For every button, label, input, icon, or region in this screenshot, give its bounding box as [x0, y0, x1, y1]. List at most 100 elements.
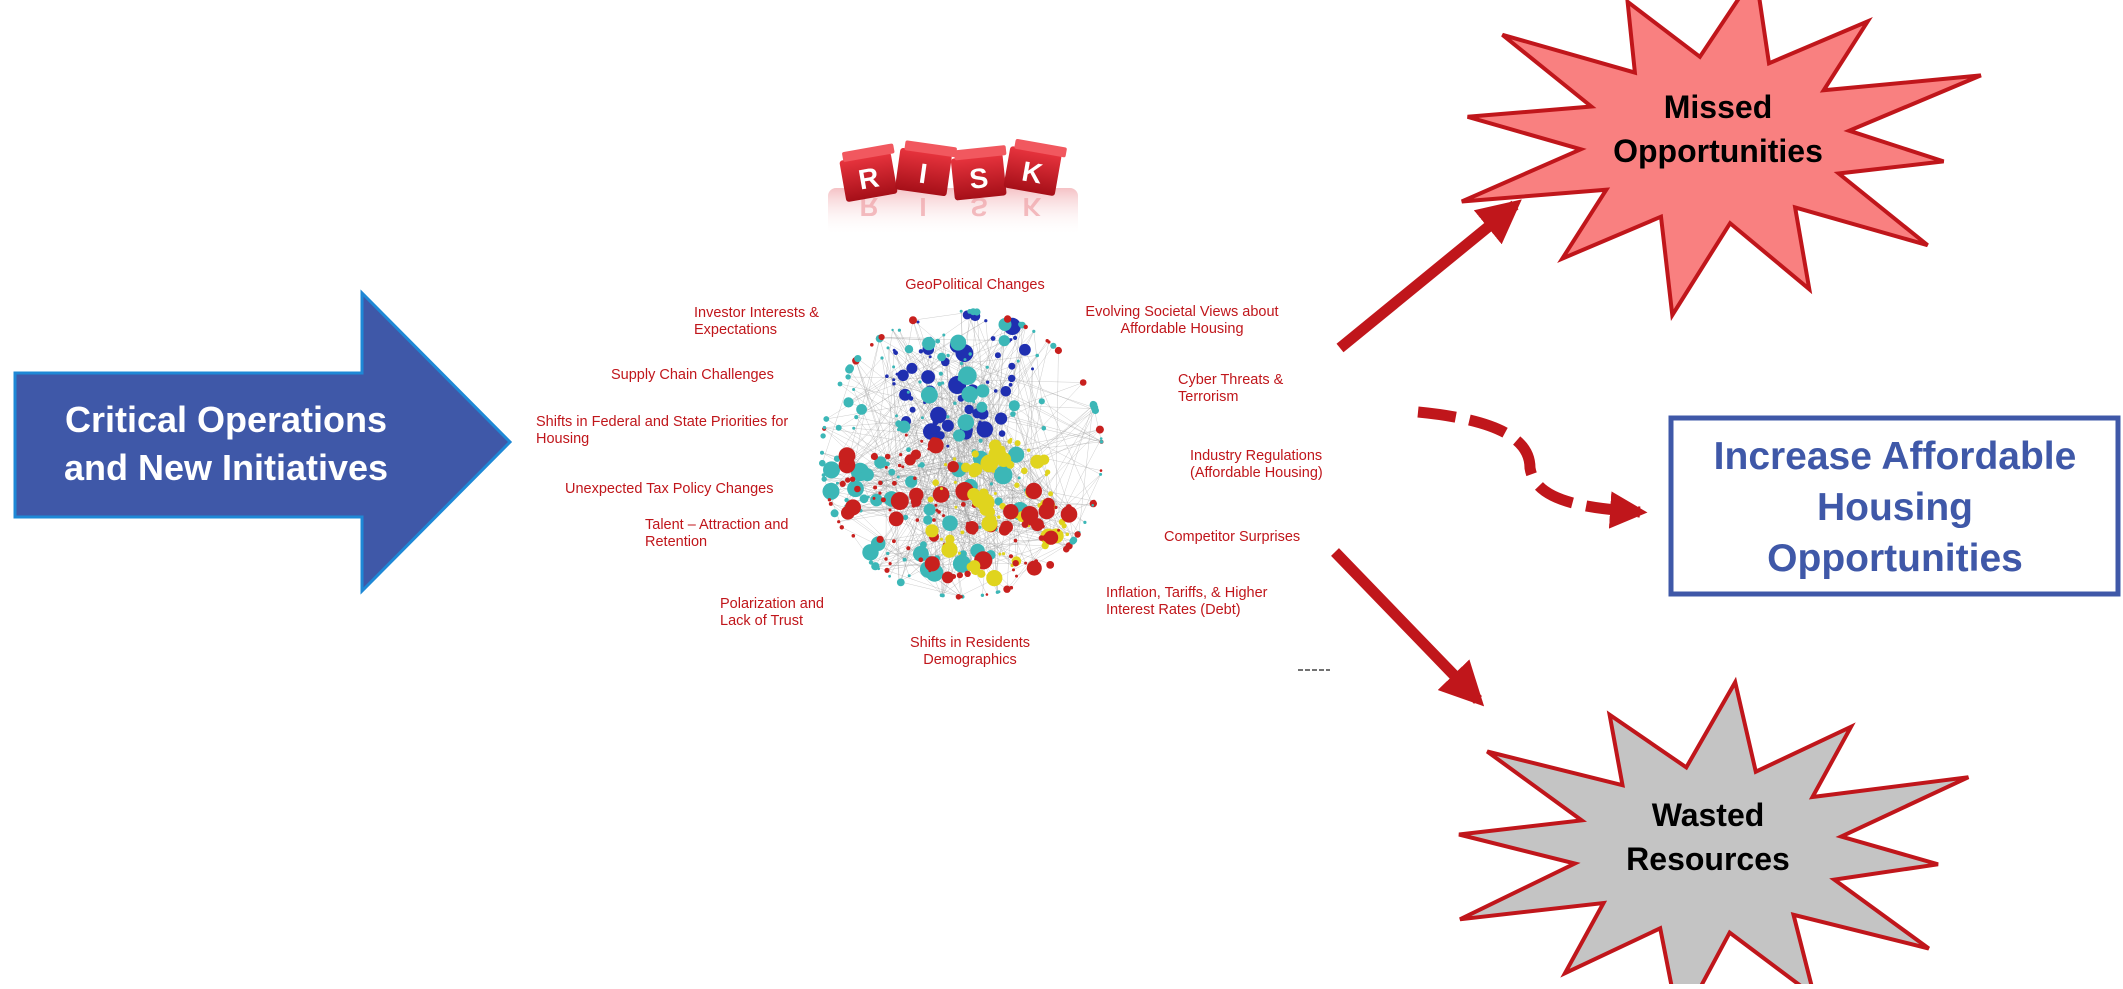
network-node	[957, 572, 963, 578]
network-node	[831, 509, 839, 517]
network-node	[1039, 503, 1055, 519]
network-node	[920, 440, 923, 443]
network-node	[932, 479, 939, 486]
network-node	[899, 389, 911, 401]
network-node	[953, 402, 956, 405]
network-node	[1074, 531, 1080, 537]
network-node	[860, 494, 869, 503]
network-node	[1003, 504, 1018, 519]
network-node	[1031, 367, 1034, 370]
network-node	[1100, 437, 1103, 440]
network-node	[1014, 539, 1018, 543]
network-node	[1010, 411, 1016, 417]
network-node	[828, 498, 831, 501]
network-node	[873, 497, 876, 500]
network-node	[1000, 521, 1013, 534]
network-node	[923, 515, 932, 524]
network-node	[909, 316, 917, 324]
network-node	[946, 415, 949, 418]
risk-factor-line: Polarization and	[720, 596, 824, 612]
network-node	[1057, 529, 1060, 532]
network-node	[878, 481, 883, 486]
network-node	[829, 502, 833, 506]
risk-factor-label: Investor Interests &Expectations	[694, 305, 819, 338]
network-node	[994, 492, 997, 495]
network-node	[823, 483, 840, 500]
network-node	[845, 499, 861, 515]
network-node	[861, 468, 874, 481]
risk-factor-line: Supply Chain Challenges	[611, 367, 774, 383]
network-node	[999, 430, 1006, 437]
network-node	[953, 457, 956, 460]
network-node	[892, 481, 897, 486]
risk-factor-line: Demographics	[923, 652, 1017, 668]
network-node	[1035, 354, 1039, 358]
network-node	[953, 429, 965, 441]
network-node	[840, 481, 846, 487]
network-node	[887, 346, 890, 349]
risk-cube: R	[838, 143, 902, 202]
network-node	[1015, 575, 1018, 578]
network-node	[1026, 483, 1042, 499]
network-node	[1013, 560, 1019, 566]
network-node	[942, 515, 958, 531]
network-node	[937, 353, 946, 362]
network-node	[991, 336, 996, 341]
network-node	[942, 514, 945, 517]
increase-affordable-housing-box: Increase Affordable Housing Opportunitie…	[1671, 418, 2118, 594]
network-node	[880, 356, 883, 359]
network-node	[910, 407, 916, 413]
risk-factor-line: Unexpected Tax Policy Changes	[565, 481, 774, 497]
network-node	[1039, 455, 1049, 465]
network-node	[958, 414, 975, 431]
network-node	[924, 504, 936, 516]
network-node	[964, 491, 967, 494]
network-node	[1008, 375, 1015, 382]
network-node	[885, 374, 889, 378]
risk-factor-line: Lack of Trust	[720, 613, 803, 629]
risk-factor-line: Industry Regulations	[1190, 448, 1322, 464]
network-node	[898, 464, 902, 468]
network-node	[964, 405, 973, 414]
network-node	[1092, 407, 1099, 414]
network-node	[1003, 586, 1010, 593]
network-node	[1080, 379, 1087, 386]
network-node	[889, 562, 892, 565]
wasted-line-2: Resources	[1626, 841, 1790, 877]
network-node	[852, 427, 855, 430]
network-node	[960, 310, 963, 313]
network-node	[940, 538, 943, 541]
risk-factor-label: Competitor Surprises	[1164, 529, 1300, 545]
network-node	[843, 397, 853, 407]
network-node	[986, 366, 989, 369]
network-node	[954, 506, 957, 509]
network-node	[846, 461, 849, 464]
increase-line-3: Opportunities	[1767, 537, 2023, 580]
risk-factor-line: Retention	[645, 534, 707, 550]
network-node	[1045, 473, 1048, 476]
network-node	[944, 463, 947, 466]
network-node	[840, 525, 844, 529]
wasted-starburst-shape	[1459, 682, 1968, 984]
network-node	[995, 352, 1001, 358]
network-node	[946, 354, 949, 357]
network-node	[838, 382, 843, 387]
network-node	[937, 382, 941, 386]
network-node	[922, 337, 935, 350]
network-node	[822, 476, 827, 481]
network-node	[1042, 426, 1047, 431]
missed-opportunities-starburst: Missed Opportunities	[1462, 0, 1981, 315]
network-node	[905, 434, 908, 437]
dashed-arrow-to-increase-housing	[1418, 412, 1640, 512]
network-node	[932, 534, 935, 537]
network-node	[906, 363, 917, 374]
network-node	[845, 469, 848, 472]
network-node	[1066, 533, 1070, 537]
network-node	[941, 542, 957, 558]
network-node	[921, 387, 938, 404]
network-node	[1050, 343, 1056, 349]
network-node	[819, 460, 826, 467]
